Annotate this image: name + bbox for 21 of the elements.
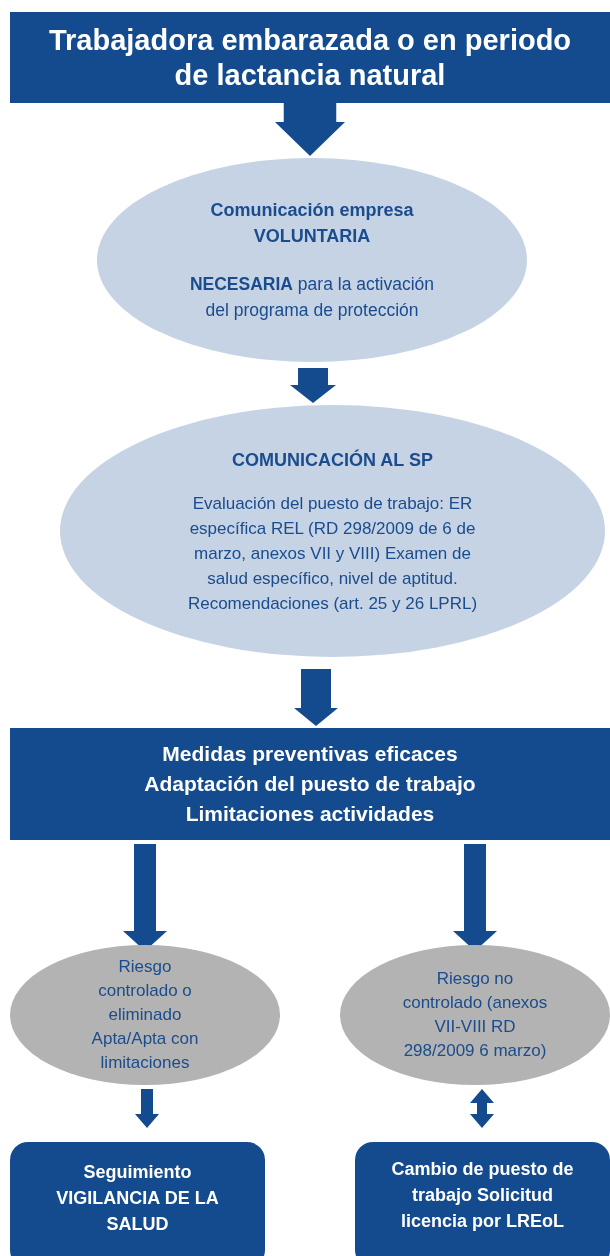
block-arrow [470, 1089, 494, 1128]
node-text: Trabajadora embarazada o en periodo de lactancia natural [47, 22, 573, 93]
node-text: COMUNICACIÓN AL SP [232, 448, 433, 472]
node-text: Limitaciones actividades [185, 801, 435, 827]
node-text: Adaptación del puesto de trabajo [144, 771, 476, 797]
node-text: Comunicación empresa VOLUNTARIA [209, 199, 415, 248]
node-text: NECESARIA para la activación del programa de protección [188, 273, 436, 322]
block-arrow [294, 669, 338, 726]
outcome-box [355, 1142, 610, 1256]
block-arrow [275, 103, 345, 156]
node-text: Riesgo controlado o eliminado Apta/Apta con limitaciones [90, 956, 200, 1074]
outcome-box [10, 1142, 265, 1256]
process-box [10, 12, 610, 103]
node-text: Cambio de puesto de trabajo Solicitud licencia por LREoL [390, 1158, 575, 1233]
process-box [10, 728, 610, 840]
node-text: Riesgo no controlado (anexos VII-VIII RD 298/2009 6 marzo) [402, 968, 548, 1062]
block-arrow [290, 368, 336, 403]
node-text: Evaluación del puesto de trabajo: ER específica REL (RD 298/2009 de 6 de marzo, anexos VII y VIII) Examen de salud específico, nivel de aptitud. Recomendaciones (art. 25 y 26 LPRL) [186, 492, 479, 615]
node-text: Seguimiento VIGILANCIA DE LA SALUD [55, 1161, 220, 1236]
node-text: Medidas preventivas eficaces [162, 741, 458, 767]
block-arrow [135, 1089, 159, 1128]
